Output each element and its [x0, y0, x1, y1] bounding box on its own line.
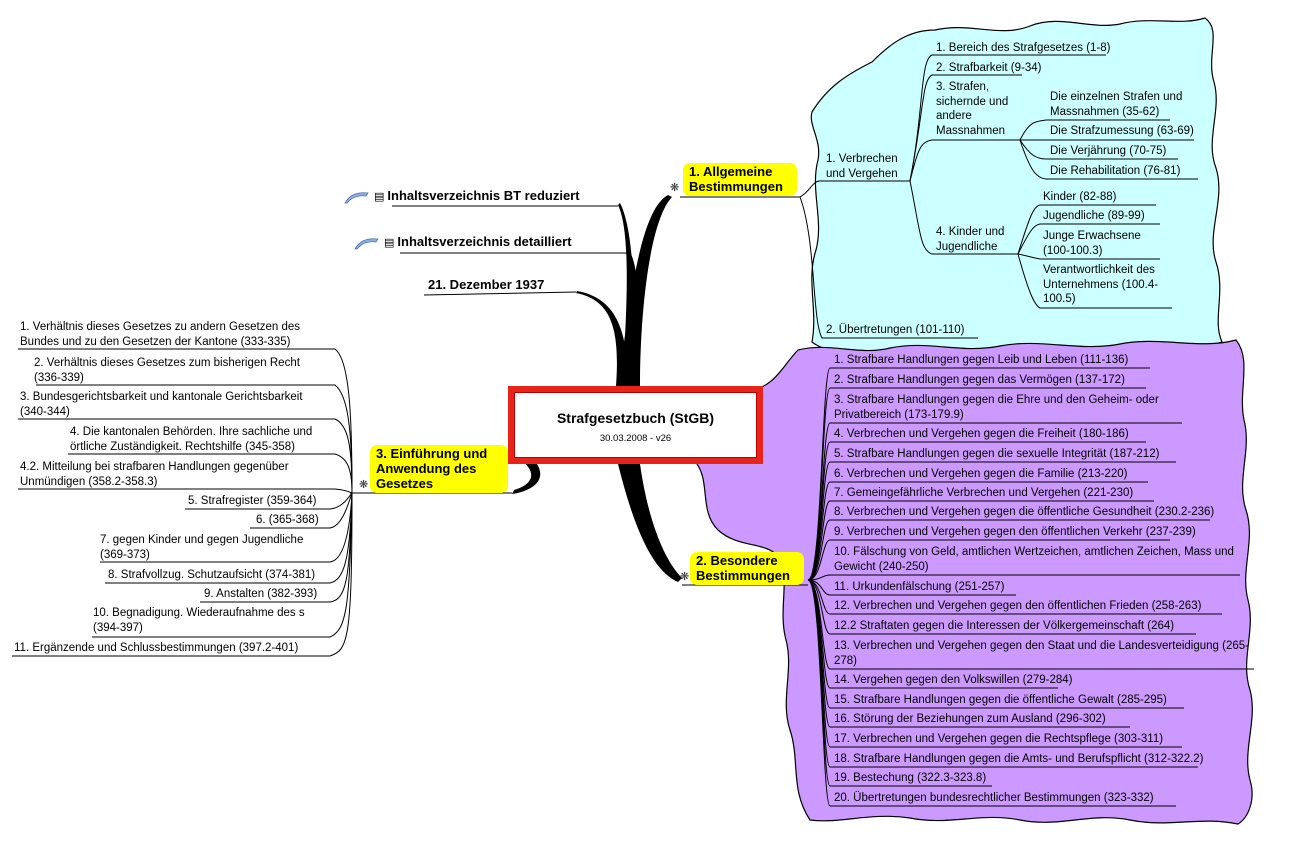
node-jugendliche[interactable]: Jugendliche (89-99): [1043, 210, 1145, 222]
node-t3-2[interactable]: 2. Verhältnis dieses Gesetzes zum bisher…: [34, 357, 300, 384]
connector-besondere-9: [807, 539, 1170, 581]
node-besondere-5[interactable]: 5. Strafbare Handlungen gegen die sexuel…: [834, 448, 1160, 460]
node-besondere-17[interactable]: 16. Störung der Beziehungen zum Ausland …: [834, 713, 1106, 725]
connector-besondere-6: [807, 481, 1148, 581]
node-rehabilitation[interactable]: Die Rehabilitation (76-81): [1050, 165, 1181, 177]
gear-icon: ❋: [680, 570, 690, 583]
node-besondere-19[interactable]: 18. Strafbare Handlungen gegen die Amts-…: [834, 753, 1204, 765]
node-besondere-20[interactable]: 19. Bestechung (322.3-323.8): [834, 772, 987, 784]
node-besondere-2[interactable]: 2. Strafbare Handlungen gegen das Vermög…: [834, 374, 1125, 386]
link-label: Inhaltsverzeichnis detailliert: [397, 234, 572, 249]
node-besondere-11[interactable]: 11. Urkundenfälschung (251-257): [834, 581, 1005, 593]
node-t3-7[interactable]: 7. gegen Kinder und gegen Jugendliche (3…: [100, 534, 304, 561]
node-besondere-14[interactable]: 13. Verbrechen und Vergehen gegen den St…: [834, 640, 1249, 667]
connector-besondere-10: [807, 574, 1240, 581]
trunk-topic2: [618, 464, 682, 582]
topic-besondere[interactable]: 2. Besondere Bestimmungen: [690, 552, 804, 585]
connector-besondere-7: [807, 500, 1154, 581]
node-besondere-1[interactable]: 1. Strafbare Handlungen gegen Leib und L…: [834, 354, 1129, 366]
node-t3-9[interactable]: 9. Anstalten (382-393): [204, 588, 318, 600]
swirl-icon: [354, 237, 379, 249]
node-besondere-13[interactable]: 12.2 Straftaten gegen die Interessen der…: [834, 620, 1175, 632]
document-icon: ▤: [374, 190, 385, 203]
node-t3-3[interactable]: 3. Bundesgerichtsbarkeit und kantonale G…: [20, 391, 303, 418]
central-subtitle: 30.03.2008 - v26: [599, 433, 672, 444]
node-besondere-15[interactable]: 14. Vergehen gegen den Volkswillen (279-…: [834, 674, 1073, 686]
node-besondere-6[interactable]: 6. Verbrechen und Vergehen gegen die Fam…: [834, 468, 1128, 480]
node-besondere-16[interactable]: 15. Strafbare Handlungen gegen die öffen…: [834, 694, 1167, 706]
node-uebertretungen[interactable]: 2. Übertretungen (101-110): [826, 324, 965, 336]
node-besondere-12[interactable]: 12. Verbrechen und Vergehen gegen den öf…: [834, 600, 1202, 612]
node-besondere-21[interactable]: 20. Übertretungen bundesrechtlicher Best…: [834, 792, 1154, 804]
node-t3-1[interactable]: 1. Verhältnis dieses Gesetzes zu andern …: [20, 321, 300, 348]
node-t3-8[interactable]: 8. Strafvollzug. Schutzaufsicht (374-381…: [108, 569, 316, 581]
node-strafzumessung[interactable]: Die Strafzumessung (63-69): [1050, 125, 1194, 137]
node-t3-6[interactable]: 6. (365-368): [256, 514, 319, 526]
document-icon: ▤: [384, 236, 395, 249]
central-title: Strafgesetzbuch (StGB): [556, 410, 715, 426]
node-besondere-4[interactable]: 4. Verbrechen und Vergehen gegen die Fre…: [834, 428, 1129, 440]
node-besondere-10[interactable]: 10. Fälschung von Geld, amtlichen Wertze…: [834, 546, 1234, 573]
connector-besondere-8: [807, 519, 1210, 581]
node-besondere-8[interactable]: 8. Verbrechen und Vergehen gegen die öff…: [834, 506, 1215, 518]
trunk-link2: [624, 252, 639, 386]
node-besondere-7[interactable]: 7. Gemeingefährliche Verbrechen und Verg…: [834, 487, 1134, 499]
node-t3-10[interactable]: 10. Begnadigung. Wiederaufnahme des s (3…: [93, 607, 305, 634]
link-bt-reduziert[interactable]: ▤Inhaltsverzeichnis BT reduziert: [344, 188, 580, 204]
trunk-date: [576, 291, 628, 386]
swirl-icon: [344, 191, 369, 203]
topic-allgemeine[interactable]: 1. Allgemeine Bestimmungen: [683, 163, 797, 196]
node-kinder-jugendliche[interactable]: 4. Kinder und Jugendliche: [936, 226, 1005, 253]
central-topic[interactable]: Strafgesetzbuch (StGB) 30.03.2008 - v26: [508, 386, 763, 464]
node-t3-11[interactable]: 11. Ergänzende und Schlussbestimmungen (…: [14, 642, 299, 654]
node-besondere-3[interactable]: 3. Strafbare Handlungen gegen die Ehre u…: [834, 394, 1159, 421]
node-besondere-18[interactable]: 17. Verbrechen und Vergehen gegen die Re…: [834, 733, 1164, 745]
node-t3-4[interactable]: 4. Die kantonalen Behörden. Ihre sachlic…: [70, 426, 313, 453]
date-topic[interactable]: 21. Dezember 1937: [428, 277, 545, 292]
connector-besondere-21: [807, 579, 1176, 807]
node-besondere-9[interactable]: 9. Verbrechen und Vergehen gegen den öff…: [834, 526, 1196, 538]
node-verantwortlichkeit[interactable]: Verantwortlichkeit des Unternehmens (100…: [1043, 264, 1159, 305]
connector-besondere-13: [807, 579, 1196, 635]
gear-icon: ❋: [670, 181, 680, 194]
gear-icon: ❋: [359, 478, 369, 491]
node-junge-erwachsene[interactable]: Junge Erwachsene (100-100.3): [1043, 230, 1141, 257]
node-kinder[interactable]: Kinder (82-88): [1043, 191, 1117, 203]
node-strafbarkeit[interactable]: 2. Strafbarkeit (9-34): [936, 62, 1042, 74]
connector-besondere-5: [807, 461, 1176, 581]
boundary-allgemeine: [810, 17, 1223, 356]
node-strafen[interactable]: 3. Strafen, sichernde und andere Massnah…: [936, 81, 1009, 137]
link-label: Inhaltsverzeichnis BT reduziert: [387, 188, 580, 203]
node-t3-4-2[interactable]: 4.2. Mitteilung bei strafbaren Handlunge…: [20, 461, 289, 488]
node-bereich[interactable]: 1. Bereich des Strafgesetzes (1-8): [936, 42, 1111, 54]
link-detailliert[interactable]: ▤Inhaltsverzeichnis detailliert: [354, 234, 572, 250]
connector-besondere-4: [807, 441, 1146, 581]
node-verjaehrung[interactable]: Die Verjährung (70-75): [1050, 145, 1167, 157]
node-t3-5[interactable]: 5. Strafregister (359-364): [188, 495, 317, 507]
node-verbrechen-vergehen[interactable]: 1. Verbrechen und Vergehen: [826, 153, 898, 180]
topic-einfuehrung[interactable]: 3. Einführung und Anwendung des Gesetzes: [370, 445, 508, 493]
node-einzelne-strafen[interactable]: Die einzelnen Strafen und Massnahmen (35…: [1050, 91, 1183, 118]
